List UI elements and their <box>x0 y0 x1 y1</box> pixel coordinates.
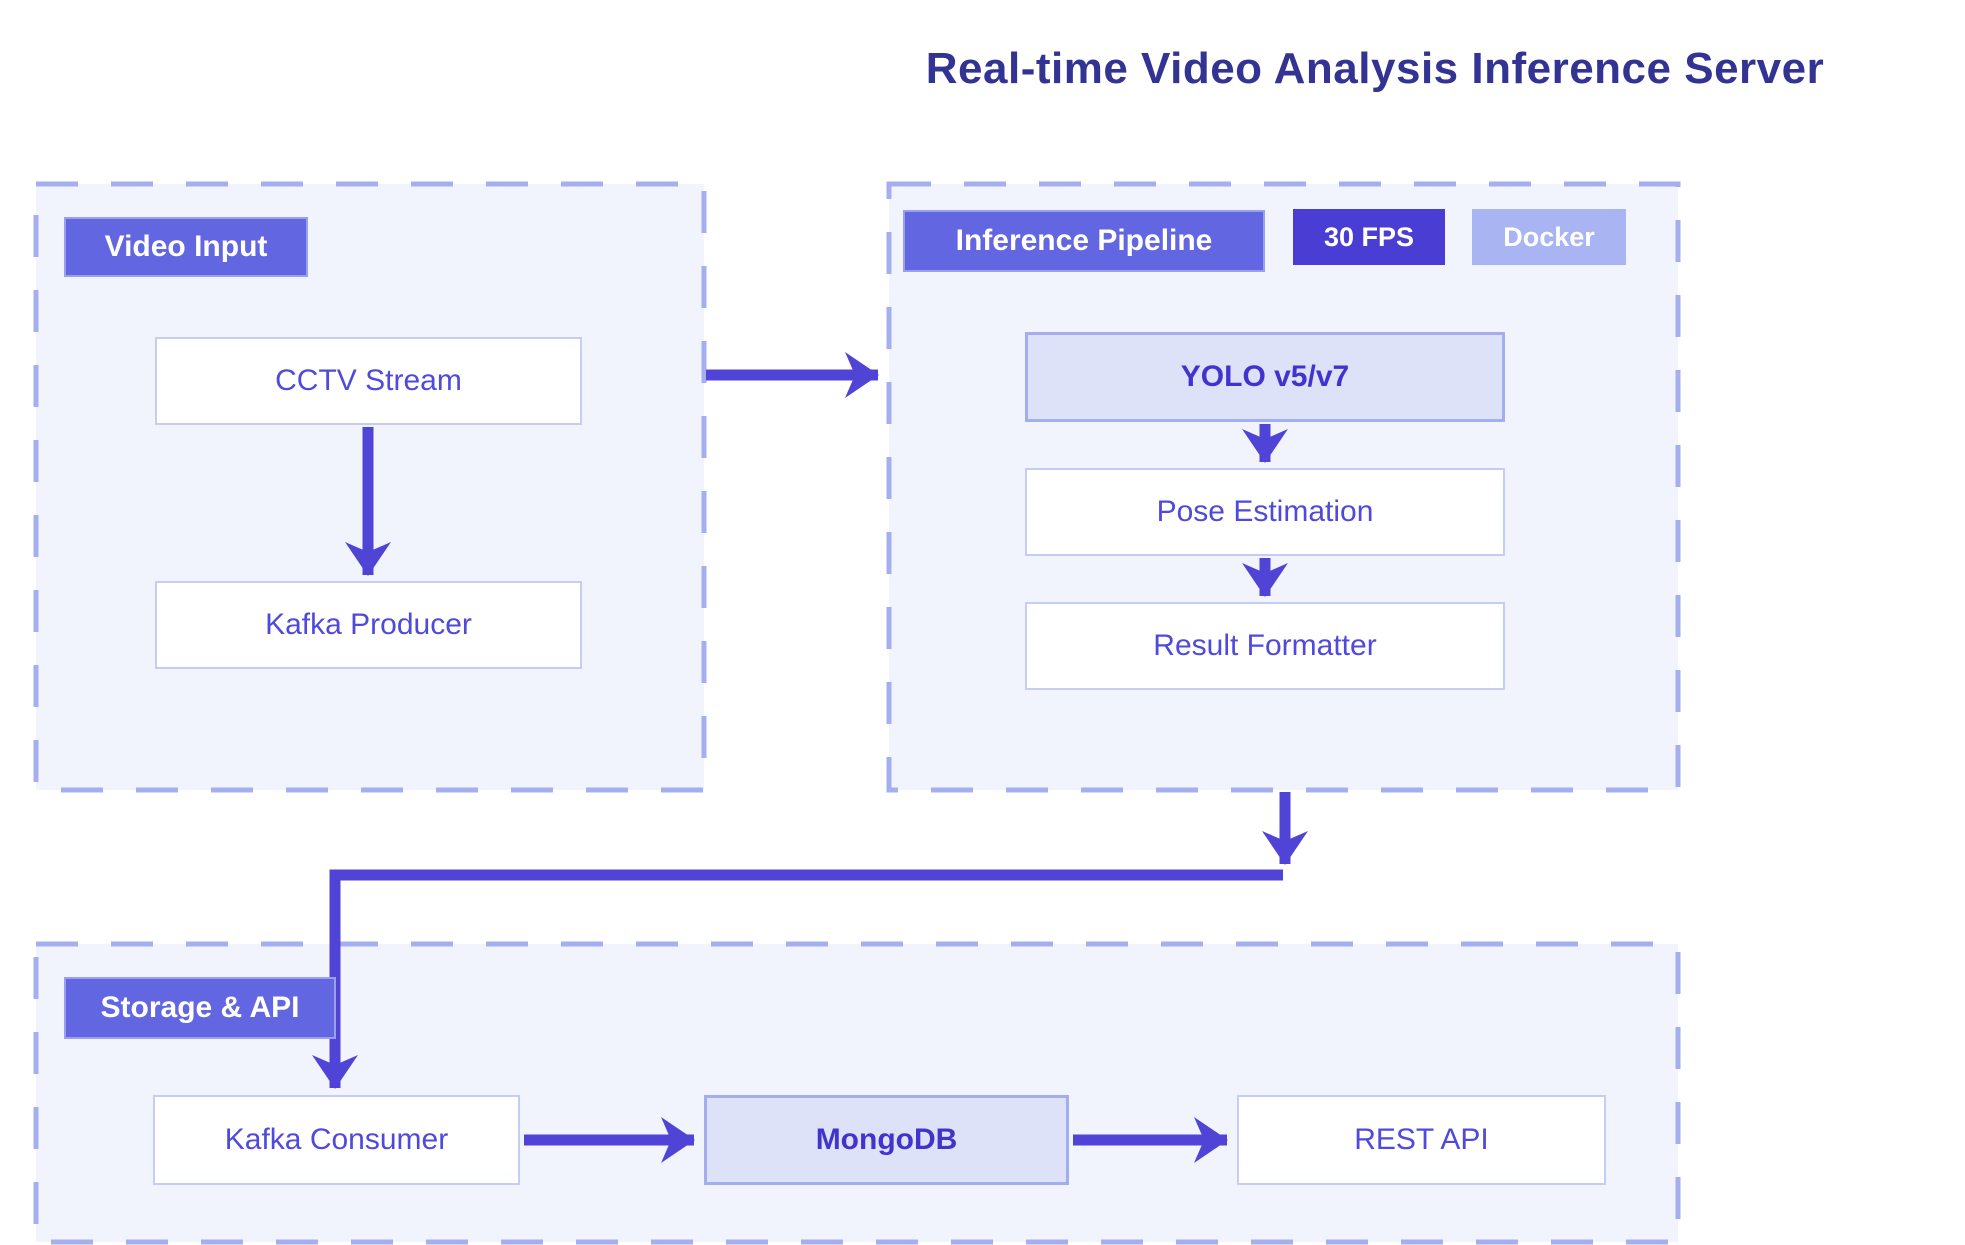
node-rest-api: REST API <box>1237 1095 1606 1185</box>
node-result-formatter: Result Formatter <box>1025 602 1505 690</box>
docker-badge: Docker <box>1472 209 1626 265</box>
fps-badge: 30 FPS <box>1293 209 1445 265</box>
node-kafka-consumer: Kafka Consumer <box>153 1095 520 1185</box>
video-input-header: Video Input <box>64 217 308 277</box>
node-kafka-producer: Kafka Producer <box>155 581 582 669</box>
inference-pipeline-header: Inference Pipeline <box>903 210 1265 272</box>
node-yolo: YOLO v5/v7 <box>1025 332 1505 422</box>
storage-api-header: Storage & API <box>64 977 336 1039</box>
node-cctv-stream: CCTV Stream <box>155 337 582 425</box>
node-pose-estimation: Pose Estimation <box>1025 468 1505 556</box>
node-mongodb: MongoDB <box>704 1095 1069 1185</box>
page-title: Real-time Video Analysis Inference Serve… <box>925 44 1825 93</box>
